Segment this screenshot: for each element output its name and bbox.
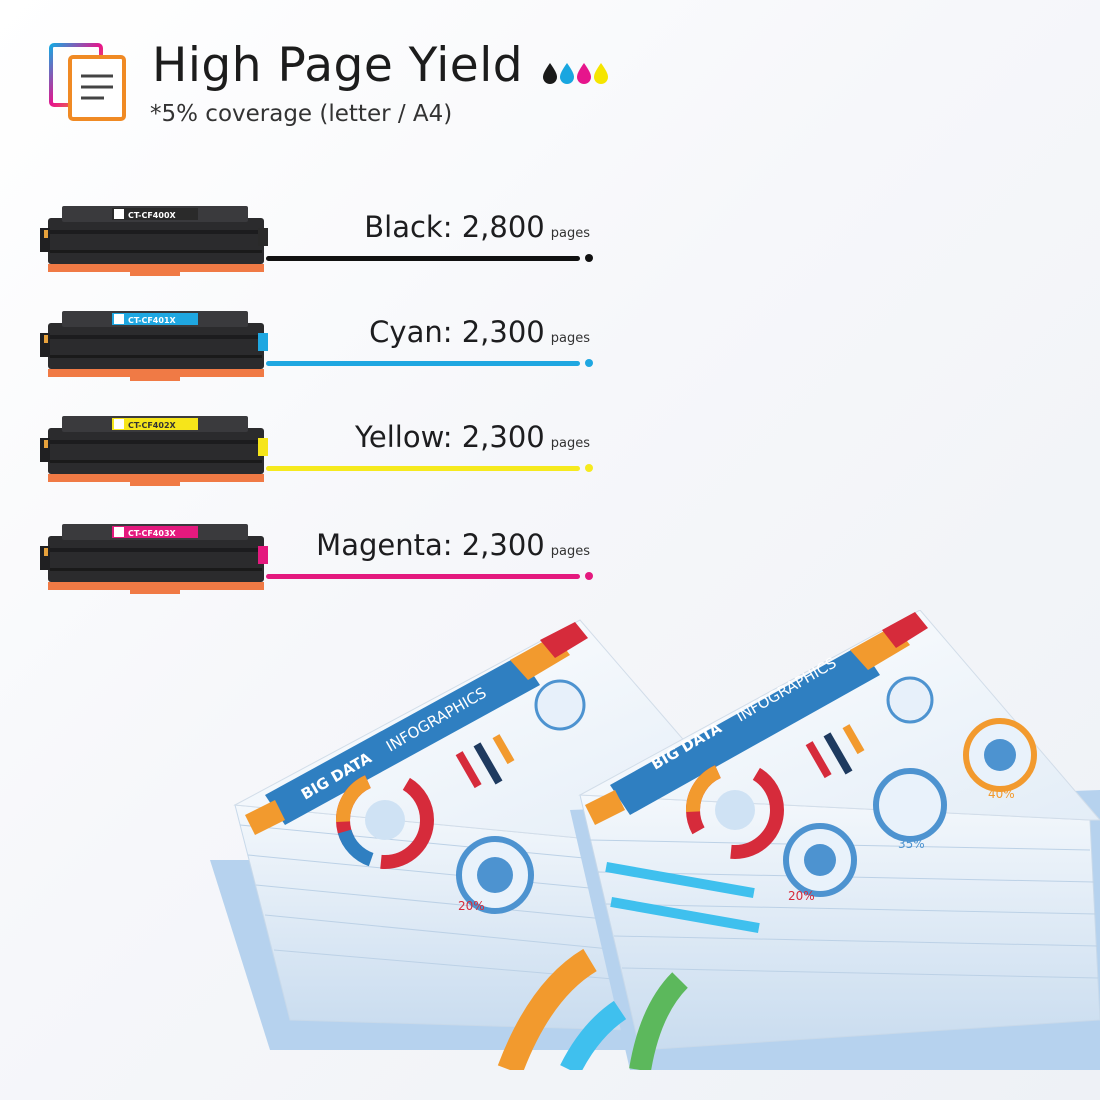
yield-row-yellow: CT-CF402X Yellow: 2,300 pages bbox=[40, 410, 600, 490]
cartridge-label-chip: CT-CF403X bbox=[112, 526, 198, 538]
toner-cartridge-yellow-image: CT-CF402X bbox=[40, 416, 268, 486]
yield-label-black: Black: 2,800 pages bbox=[364, 210, 590, 244]
ink-drop-icon bbox=[577, 63, 591, 84]
yield-unit: pages bbox=[550, 544, 590, 559]
yield-row-cyan: CT-CF401X Cyan: 2,300 pages bbox=[40, 305, 600, 385]
yield-line-magenta bbox=[266, 574, 580, 579]
cartridge-model-text: CT-CF403X bbox=[128, 529, 177, 538]
yield-unit: pages bbox=[550, 436, 590, 451]
ink-drop-icon bbox=[560, 63, 574, 84]
yield-dot-magenta bbox=[585, 572, 593, 580]
yield-value: Magenta: 2,300 bbox=[316, 528, 545, 562]
right-percent-label: 35% bbox=[898, 837, 925, 851]
left-percent-label: 20% bbox=[458, 899, 485, 913]
yield-row-magenta: CT-CF403X Magenta: 2,300 pages bbox=[40, 518, 600, 598]
toner-cartridge-magenta-image: CT-CF403X bbox=[40, 524, 268, 594]
page-title: High Page Yield bbox=[152, 38, 524, 93]
right-percent-label: 20% bbox=[788, 889, 815, 903]
toner-cartridge-black-image: CT-CF400X bbox=[40, 206, 268, 276]
yield-row-black: CT-CF400X Black: 2,800 pages bbox=[40, 200, 600, 280]
ink-drop-icon bbox=[594, 63, 608, 84]
right-paper-stack: 20% 35% 40% BIG DATA INFOGRAPHICS bbox=[570, 610, 1100, 1070]
cartridge-label-chip: CT-CF401X bbox=[112, 313, 198, 325]
yield-label-yellow: Yellow: 2,300 pages bbox=[355, 420, 590, 454]
yield-value: Black: 2,800 bbox=[364, 210, 545, 244]
yield-dot-black bbox=[585, 254, 593, 262]
cartridge-model-text: CT-CF400X bbox=[128, 211, 177, 220]
cartridge-model-text: CT-CF402X bbox=[128, 421, 177, 430]
toner-cartridge-cyan-image: CT-CF401X bbox=[40, 311, 268, 381]
ink-drop-icon bbox=[543, 63, 557, 84]
yield-value: Yellow: 2,300 bbox=[355, 420, 545, 454]
cartridge-label-chip: CT-CF400X bbox=[112, 208, 198, 220]
cartridge-model-text: CT-CF401X bbox=[128, 316, 177, 325]
yield-unit: pages bbox=[550, 331, 590, 346]
yield-unit: pages bbox=[550, 226, 590, 241]
paper-stacks-illustration: 20% BIG DATA INFOGRAPHICS 20% 35% 40% BI… bbox=[210, 610, 1100, 1070]
ink-drops-icon bbox=[543, 63, 608, 84]
yield-label-magenta: Magenta: 2,300 pages bbox=[316, 528, 590, 562]
yield-label-cyan: Cyan: 2,300 pages bbox=[369, 315, 590, 349]
document-stack-icon bbox=[49, 43, 126, 121]
color-arc-decoration bbox=[497, 948, 689, 1070]
yield-dot-yellow bbox=[585, 464, 593, 472]
right-percent-label: 40% bbox=[988, 787, 1015, 801]
yield-value: Cyan: 2,300 bbox=[369, 315, 545, 349]
yield-line-yellow bbox=[266, 466, 580, 471]
coverage-note: *5% coverage (letter / A4) bbox=[150, 101, 453, 127]
yield-line-cyan bbox=[266, 361, 580, 366]
yield-dot-cyan bbox=[585, 359, 593, 367]
yield-line-black bbox=[266, 256, 580, 261]
cartridge-label-chip: CT-CF402X bbox=[112, 418, 198, 430]
